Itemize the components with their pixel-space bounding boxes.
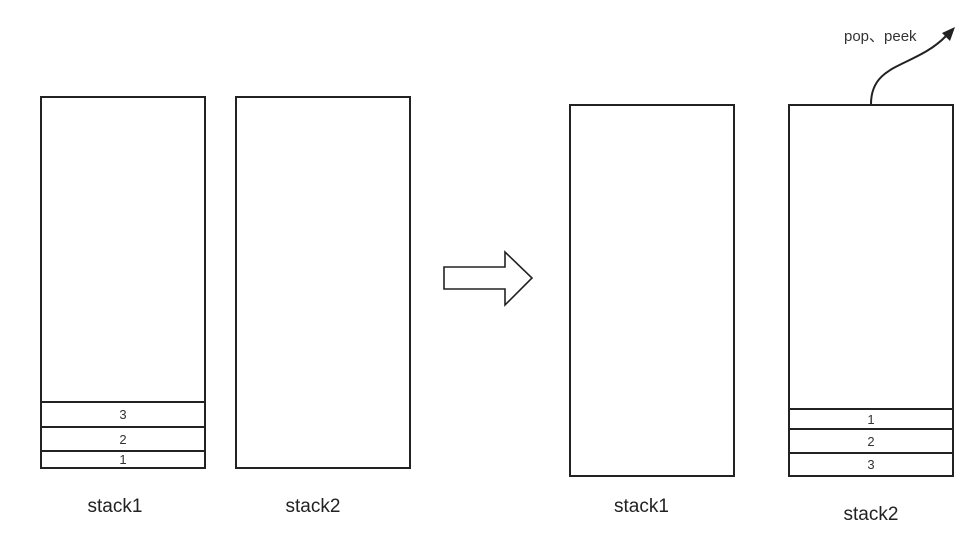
after-stack2-item-3-text: 3 bbox=[867, 457, 875, 472]
before-stack1-item-1: 1 bbox=[42, 450, 204, 467]
before-stack2-label: stack2 bbox=[285, 496, 341, 517]
after-stack2-item-3: 3 bbox=[790, 452, 952, 475]
pop-peek-curve-icon bbox=[870, 35, 947, 105]
after-stack2-item-1: 1 bbox=[790, 408, 952, 428]
before-stack1-item-3-text: 3 bbox=[119, 407, 127, 422]
pop-peek-arrowhead-icon bbox=[942, 27, 955, 41]
right-arrow-icon bbox=[443, 250, 534, 307]
before-stack1-item-1-text: 1 bbox=[119, 452, 127, 467]
operation-label: pop、peek bbox=[844, 28, 917, 45]
before-stack1-item-2: 2 bbox=[42, 426, 204, 451]
after-stack2-item-1-text: 1 bbox=[867, 411, 875, 427]
after-stack1-container bbox=[569, 104, 735, 477]
after-stack2-label: stack2 bbox=[843, 504, 899, 525]
before-stack2-container bbox=[235, 96, 411, 469]
after-stack2-item-2: 2 bbox=[790, 428, 952, 453]
before-stack1-label: stack1 bbox=[87, 496, 143, 517]
before-stack1-container: 3 2 1 bbox=[40, 96, 206, 469]
after-stack2-item-2-text: 2 bbox=[867, 434, 875, 449]
before-stack1-item-2-text: 2 bbox=[119, 432, 127, 447]
after-stack1-label: stack1 bbox=[614, 496, 669, 517]
before-stack1-item-3: 3 bbox=[42, 401, 204, 426]
after-stack2-container: 1 2 3 bbox=[788, 104, 954, 477]
